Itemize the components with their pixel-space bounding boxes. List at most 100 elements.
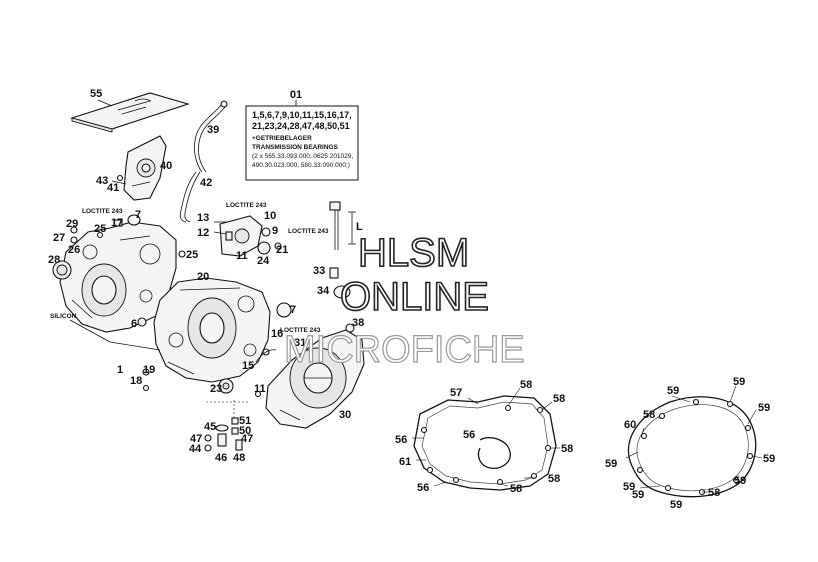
manual-booklet-part — [70, 92, 190, 133]
callout-12: 12 — [197, 227, 209, 239]
loctite-note-d: LOCTITE 243 — [280, 327, 321, 334]
callout-11a: 11 — [236, 250, 248, 262]
callout-56a: 56 — [395, 434, 407, 446]
callout-59g: 59 — [623, 481, 635, 493]
ignition-cover-gasket-part — [627, 396, 757, 498]
kit-box-group — [245, 100, 359, 181]
dipstick-part — [329, 201, 356, 250]
callout-17: 17 — [111, 217, 123, 229]
center-crankcase-part-20 — [153, 277, 271, 394]
callout-40: 40 — [160, 160, 172, 172]
clutch-cover-part-30 — [265, 323, 365, 429]
callout-28: 28 — [48, 254, 60, 266]
callout-27: 27 — [53, 232, 65, 244]
callout-33: 33 — [313, 265, 325, 277]
callout-58d: 58 — [548, 473, 560, 485]
callout-59a: 59 — [667, 385, 679, 397]
callout-13: 13 — [197, 212, 209, 224]
callout-24: 24 — [257, 255, 270, 267]
callout-18: 18 — [130, 375, 142, 387]
dimension-l-label: L — [356, 221, 363, 233]
callout-25a: 25 — [94, 223, 106, 235]
loctite-note-a: LOCTITE 243 — [82, 208, 123, 215]
clutch-cover-gasket-part — [413, 395, 557, 491]
kit-line-5: (2 x 565.33.093.000, 0625 201029, — [252, 153, 353, 160]
callout-29: 29 — [66, 218, 78, 230]
left-crankcase-part — [59, 221, 177, 333]
drain-plug-parts — [204, 400, 248, 452]
watermark-line-1: HLSM — [358, 231, 469, 275]
kit-line-3: +GETRIEBELAGER — [252, 135, 312, 142]
small-parts-middle — [137, 250, 292, 398]
callout-11b: 11 — [254, 383, 266, 395]
kit-parts-line-1: 1,5,6,7,9,10,11,15,16,17, — [252, 110, 352, 120]
callout-7a: 7 — [135, 209, 141, 221]
callout-50: 50 — [239, 425, 251, 437]
callout-1: 1 — [117, 364, 123, 376]
callout-25b: 25 — [186, 249, 198, 261]
callout-59c: 59 — [758, 402, 770, 414]
seal-ring-part-28 — [52, 260, 72, 280]
callout-44: 44 — [189, 443, 202, 455]
callout-58g: 58 — [708, 487, 720, 499]
kit-line-6: 490.30.023.000, 580.33.090.000;) — [252, 162, 350, 169]
callout-55: 55 — [90, 88, 102, 100]
callout-10: 10 — [264, 210, 276, 222]
silicon-note: SILICON — [50, 313, 77, 320]
kit-line-4: TRANSMISSION BEARINGS — [252, 144, 339, 151]
kit-number: 01 — [290, 89, 302, 101]
callout-47b: 47 — [241, 433, 253, 445]
callout-59i: 59 — [670, 499, 682, 511]
callout-45: 45 — [204, 421, 216, 433]
callout-41: 41 — [107, 182, 119, 194]
callout-9: 9 — [272, 225, 278, 237]
callout-31: 31 — [294, 337, 306, 349]
callout-60: 60 — [624, 419, 636, 431]
callout-56b: 56 — [463, 429, 475, 441]
callout-58b: 58 — [553, 393, 565, 405]
callout-15: 15 — [242, 360, 254, 372]
leader-lines — [412, 385, 763, 493]
callout-30: 30 — [339, 409, 351, 421]
callout-58c: 58 — [561, 443, 573, 455]
callout-39: 39 — [207, 124, 219, 136]
callout-6: 6 — [131, 318, 137, 330]
callout-61: 61 — [399, 456, 411, 468]
callout-59h: 59 — [632, 489, 644, 501]
callout-59d: 59 — [763, 453, 775, 465]
callout-43: 43 — [96, 175, 108, 187]
bolt-fasteners — [69, 319, 161, 351]
callout-59f: 59 — [734, 475, 746, 487]
cover-plate-part-40 — [111, 135, 167, 201]
callout-26: 26 — [68, 244, 80, 256]
kit-parts-line-2: 21,23,24,28,47,48,50,51 — [252, 121, 350, 131]
callout-58a: 58 — [520, 379, 532, 391]
callout-59e: 59 — [605, 458, 617, 470]
bearing-cluster-part — [213, 215, 282, 257]
callout-51: 51 — [239, 415, 251, 427]
callout-58e: 58 — [510, 483, 522, 495]
callout-42: 42 — [200, 177, 212, 189]
watermark: HLSM ONLINE MICROFICHE — [283, 230, 525, 371]
callout-7b: 7 — [290, 304, 296, 316]
callout-47a: 47 — [190, 433, 202, 445]
callout-20: 20 — [197, 271, 209, 283]
plug-parts-33-34 — [329, 267, 351, 299]
watermark-line-3: MICROFICHE — [284, 329, 525, 371]
callout-58f: 58 — [643, 409, 655, 421]
callout-46: 46 — [215, 452, 227, 464]
callout-23: 23 — [210, 383, 222, 395]
cable-part-39 — [194, 100, 228, 173]
watermark-line-2: ONLINE — [340, 275, 489, 319]
callout-34: 34 — [317, 285, 330, 297]
callout-57: 57 — [450, 387, 462, 399]
callout-56c: 56 — [417, 482, 429, 494]
cable-part-42 — [179, 171, 201, 223]
callout-16: 16 — [271, 328, 283, 340]
callout-numbers: 55 39 40 42 43 41 29 17 7 25 27 26 28 13… — [48, 88, 775, 511]
callout-19: 19 — [143, 364, 155, 376]
callout-59b: 59 — [733, 376, 745, 388]
callout-21: 21 — [276, 244, 288, 256]
